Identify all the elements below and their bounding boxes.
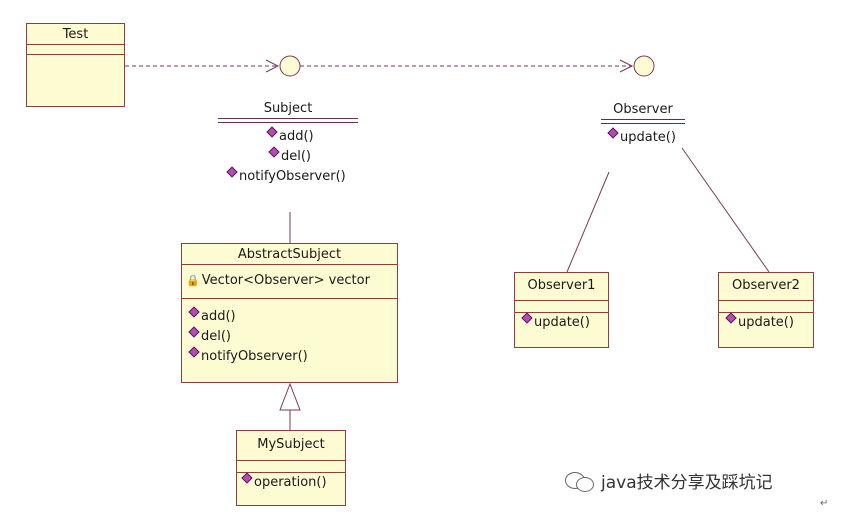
operation-icon <box>607 127 619 139</box>
subject-lollipop <box>279 55 301 77</box>
operation-label: notifyObserver() <box>201 349 308 364</box>
interface-observer[interactable]: Observer update() <box>601 102 685 147</box>
operation-label: notifyObserver() <box>239 169 346 184</box>
realization-observer-observer2 <box>681 147 770 273</box>
class-my-subject[interactable]: MySubject operation() <box>236 430 346 506</box>
observer-lollipop <box>633 55 655 77</box>
watermark-text: java技术分享及踩坑记 <box>601 473 773 493</box>
operation: update() <box>601 127 685 147</box>
realization-observer-observer1 <box>566 171 610 273</box>
operation-label: update() <box>738 315 794 330</box>
operation-icon <box>521 312 533 324</box>
class-observer2-attributes <box>719 301 813 313</box>
operation-label: operation() <box>254 475 327 490</box>
operation-label: update() <box>534 315 590 330</box>
class-test-name: Test <box>27 24 124 45</box>
operation-label: update() <box>620 130 676 145</box>
attribute-label: Vector<Observer> vector <box>201 273 370 288</box>
generalization-arrowhead <box>279 382 301 411</box>
operation-icon <box>188 306 200 318</box>
class-observer2-name: Observer2 <box>719 273 813 301</box>
interface-subject-name: Subject <box>263 101 313 116</box>
class-abstract-subject-operations: add() del() notifyObserver() <box>182 299 397 367</box>
operation: notifyObserver() <box>182 346 397 367</box>
operation: del() <box>218 146 358 167</box>
interface-subject-divider <box>218 118 358 123</box>
class-abstract-subject-name: AbstractSubject <box>182 244 397 265</box>
watermark: java技术分享及踩坑记 <box>565 468 773 493</box>
dependency-arrowhead-observer <box>619 59 634 73</box>
operation-icon <box>188 326 200 338</box>
dependency-arrowhead-subject <box>265 59 280 73</box>
operation-label: add() <box>279 129 314 144</box>
interface-observer-divider <box>601 119 685 124</box>
paragraph-mark-icon: ↵ <box>820 498 829 509</box>
class-my-subject-attributes <box>237 461 345 473</box>
class-test[interactable]: Test <box>26 23 125 107</box>
operation: update() <box>515 312 608 332</box>
operation-icon <box>268 146 280 158</box>
class-my-subject-operations: operation() <box>237 472 345 492</box>
interface-subject[interactable]: Subject add() del() notifyObserver() <box>218 101 358 186</box>
operation: add() <box>182 306 397 327</box>
operation-label: del() <box>201 329 232 344</box>
interface-observer-name: Observer <box>613 102 673 117</box>
operation-icon <box>188 346 200 358</box>
class-observer1-operations: update() <box>515 312 608 332</box>
operation: notifyObserver() <box>218 166 358 186</box>
operation-icon <box>226 166 238 178</box>
class-test-attributes <box>27 45 124 55</box>
class-observer1-attributes <box>515 301 608 313</box>
operation-icon <box>266 126 278 138</box>
operation-label: del() <box>281 149 312 164</box>
class-observer2-operations: update() <box>719 312 813 332</box>
class-abstract-subject[interactable]: AbstractSubject 🔒Vector<Observer> vector… <box>181 243 398 383</box>
operation-icon <box>725 312 737 324</box>
class-observer1-name: Observer1 <box>515 273 608 301</box>
class-my-subject-name: MySubject <box>237 431 345 461</box>
class-observer2[interactable]: Observer2 update() <box>718 272 814 348</box>
operation: del() <box>182 326 397 347</box>
class-observer1[interactable]: Observer1 update() <box>514 272 609 348</box>
operation: operation() <box>237 472 345 492</box>
operation: add() <box>218 126 358 146</box>
operation: update() <box>719 312 813 332</box>
operation-icon <box>241 472 253 484</box>
attribute: 🔒Vector<Observer> vector <box>182 271 397 290</box>
operation-label: add() <box>201 309 236 324</box>
protected-attribute-icon: 🔒 <box>186 274 200 287</box>
class-abstract-subject-attributes: 🔒Vector<Observer> vector <box>182 265 397 299</box>
wechat-logo-icon <box>565 470 595 492</box>
